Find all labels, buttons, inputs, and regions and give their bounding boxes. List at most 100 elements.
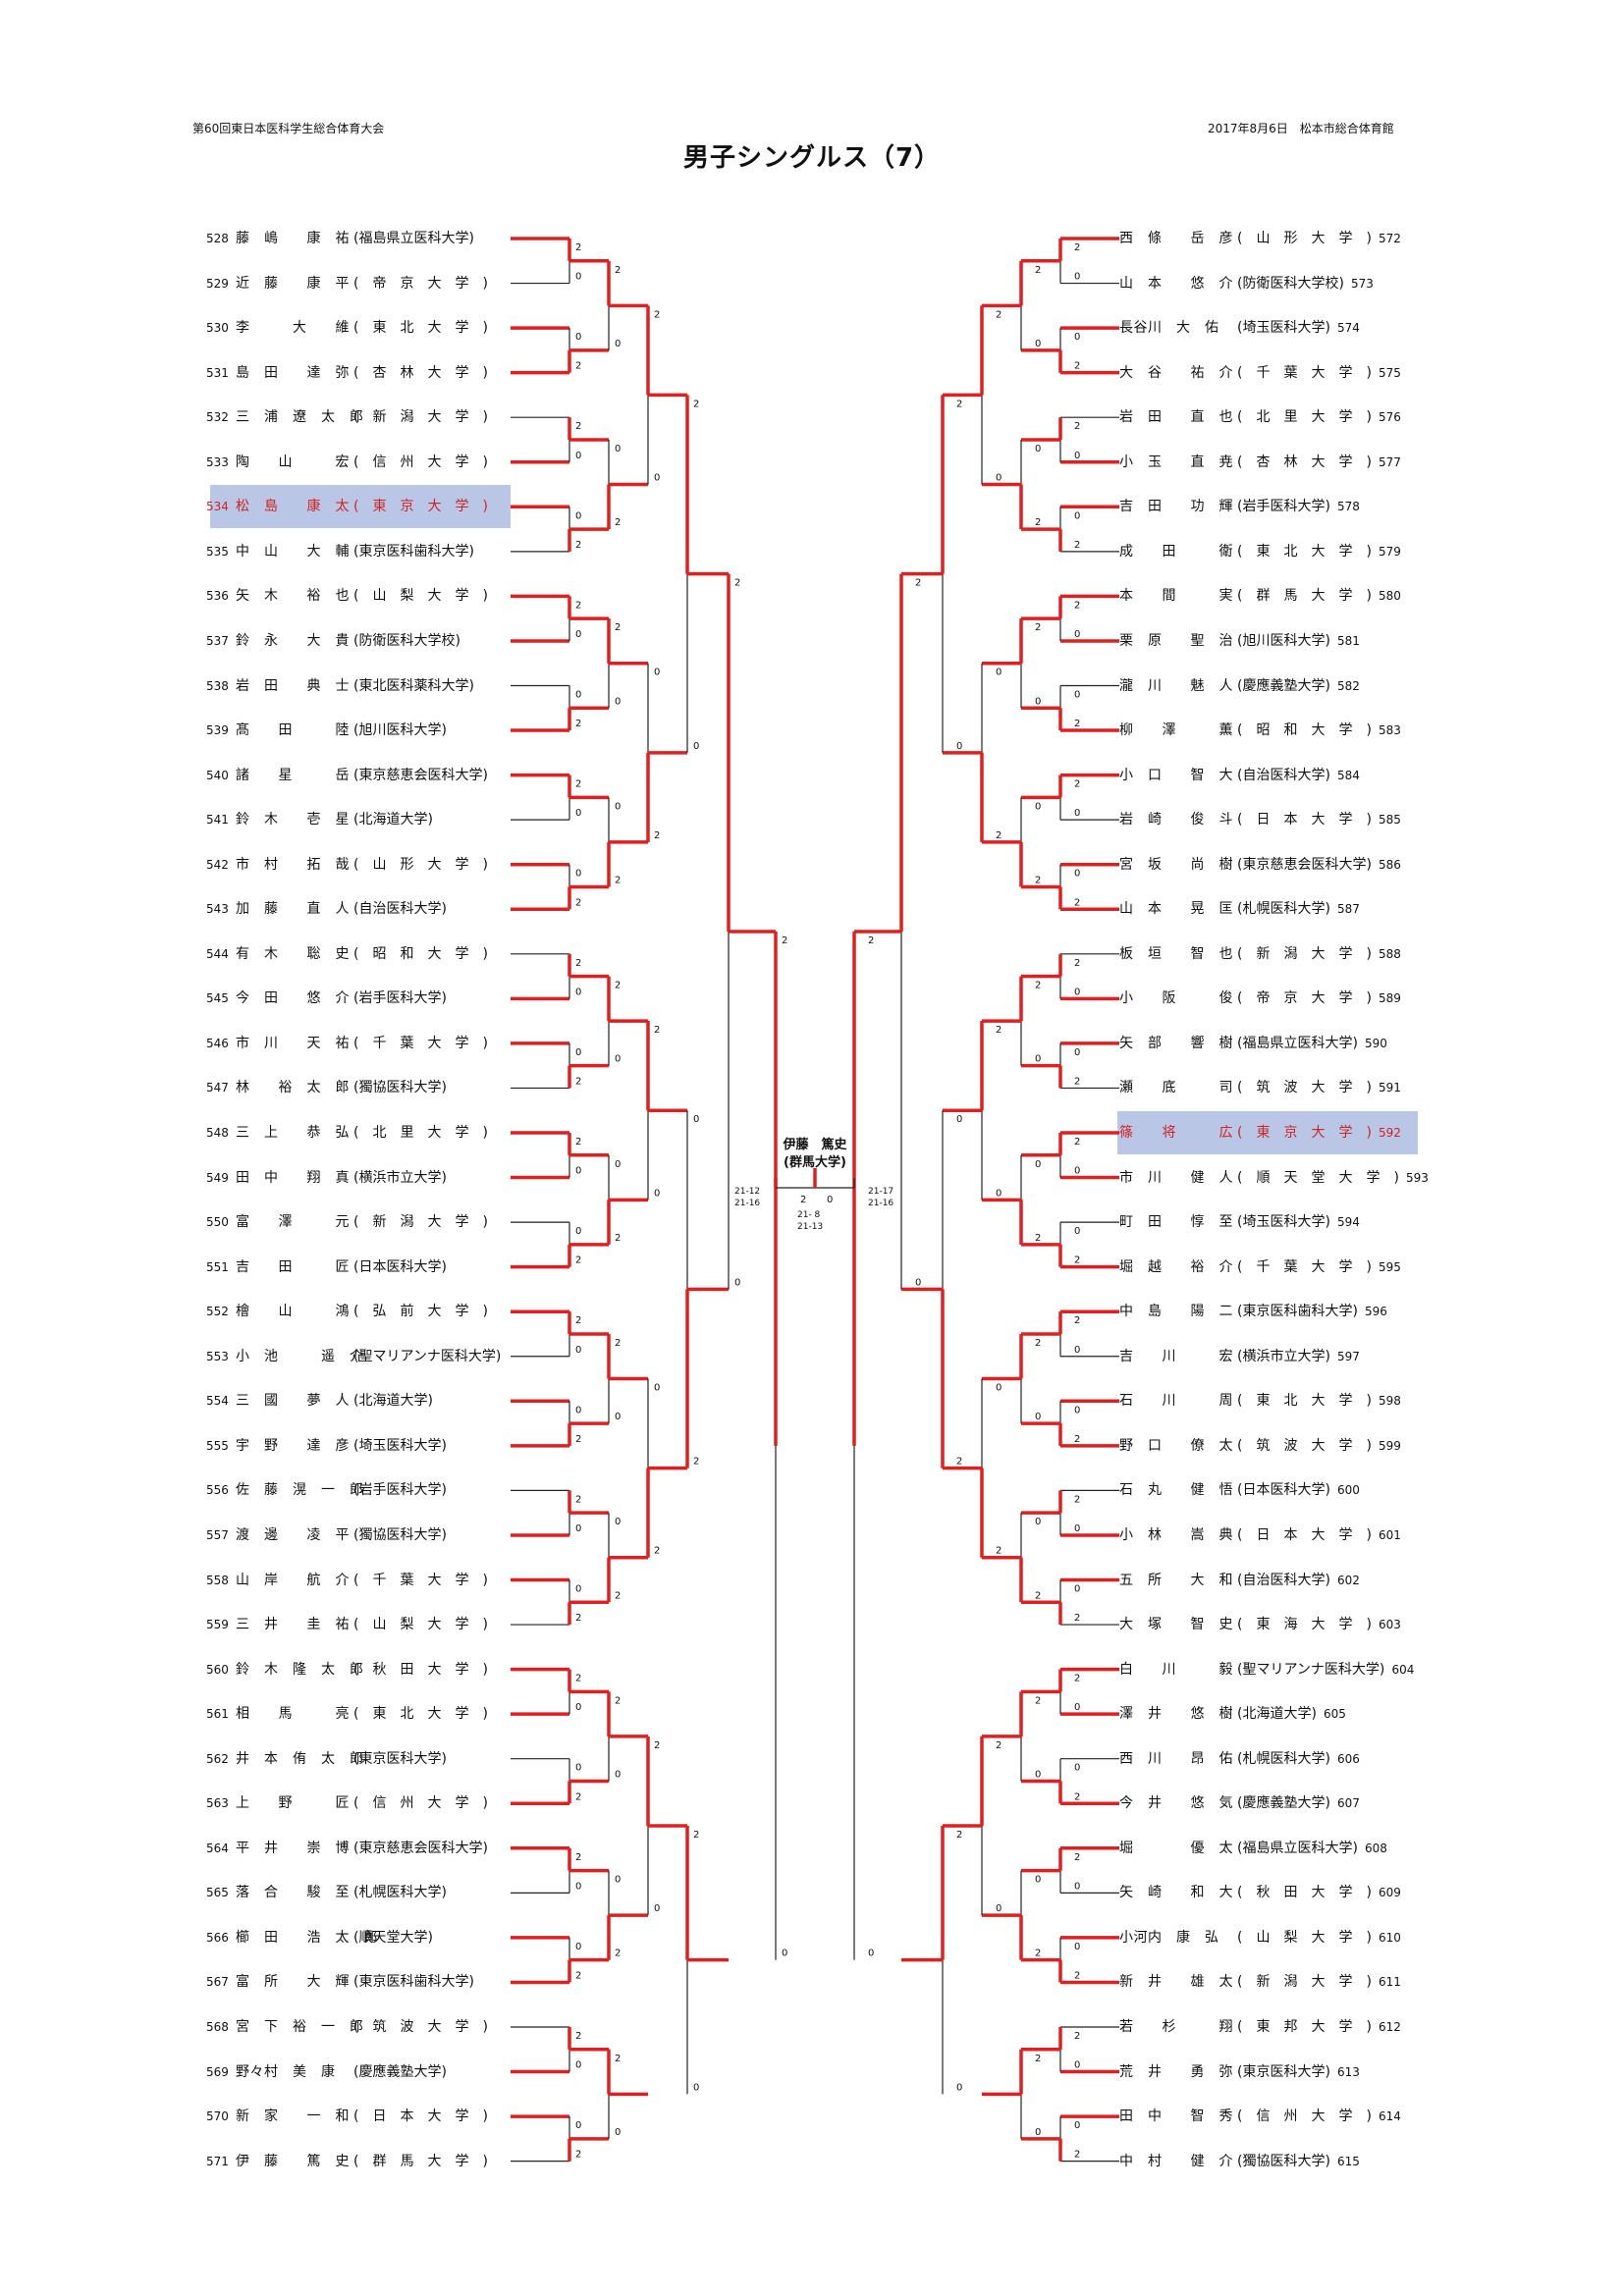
left-game-count: 0 bbox=[615, 1159, 621, 1170]
right-game-count: 0 bbox=[1074, 451, 1080, 461]
player-number: 533 bbox=[206, 454, 229, 469]
player-number: 606 bbox=[1337, 1751, 1360, 1766]
player-name: 岩 田 直 也 bbox=[1119, 409, 1233, 426]
right-game-count: 2 bbox=[1035, 2054, 1041, 2064]
right-player-586: 宮 坂 尚 樹(東京慈恵会医科大学)586 bbox=[1119, 855, 1401, 875]
player-number: 554 bbox=[206, 1394, 229, 1409]
left-game-count: 2 bbox=[575, 1076, 581, 1087]
player-number: 534 bbox=[206, 500, 229, 514]
right-game-count: 0 bbox=[1074, 1345, 1080, 1356]
player-number: 544 bbox=[206, 946, 229, 961]
right-game-count: 0 bbox=[1074, 1881, 1080, 1892]
player-number: 592 bbox=[1379, 1126, 1401, 1140]
right-player-591: 瀬 底 司( 筑 波 大 学 )591 bbox=[1119, 1078, 1401, 1097]
player-number: 549 bbox=[206, 1170, 229, 1185]
right-game-count: 2 bbox=[1074, 1315, 1080, 1326]
player-number: 573 bbox=[1351, 276, 1374, 291]
player-name: 吉 川 宏 bbox=[1119, 1348, 1233, 1364]
player-name: 荒 井 勇 弥 bbox=[1119, 2063, 1233, 2080]
player-school: ( 東 北 大 学 ) bbox=[1237, 543, 1372, 560]
semi-right-2: 21-16 bbox=[868, 1199, 893, 1208]
left-game-count: 0 bbox=[575, 332, 581, 343]
player-number: 577 bbox=[1379, 454, 1401, 469]
player-number: 536 bbox=[206, 589, 229, 604]
right-game-count: 0 bbox=[1035, 2127, 1041, 2138]
right-game-count: 0 bbox=[868, 1949, 874, 1959]
right-player-573: 山 本 悠 介(防衛医科大学校)573 bbox=[1119, 274, 1374, 294]
right-game-count: 0 bbox=[1074, 1405, 1080, 1415]
player-number: 585 bbox=[1379, 813, 1401, 828]
player-number: 566 bbox=[206, 1930, 229, 1945]
right-game-count: 2 bbox=[1074, 1613, 1080, 1624]
left-game-count: 2 bbox=[575, 1137, 581, 1148]
right-player-599: 野 口 僚 太( 筑 波 大 学 )599 bbox=[1119, 1436, 1401, 1456]
player-name: 新 井 雄 太 bbox=[1119, 1974, 1233, 1991]
player-school: (横浜市立大学) bbox=[1237, 1348, 1330, 1364]
right-game-count: 2 bbox=[996, 309, 1001, 320]
left-game-count: 0 bbox=[575, 1047, 581, 1058]
player-number: 538 bbox=[206, 678, 229, 693]
player-number: 530 bbox=[206, 321, 229, 336]
player-school: ( 杏 林 大 学 ) bbox=[353, 364, 488, 381]
highlight-right bbox=[1117, 1111, 1418, 1154]
left-game-count: 0 bbox=[693, 2082, 699, 2093]
left-game-count: 2 bbox=[693, 1457, 699, 1468]
player-name: 板 垣 智 也 bbox=[1119, 945, 1233, 962]
player-school: ( 秋 田 大 学 ) bbox=[1237, 1885, 1372, 1901]
left-game-count: 2 bbox=[575, 719, 581, 729]
left-game-count: 0 bbox=[575, 510, 581, 521]
right-game-count: 2 bbox=[1074, 719, 1080, 729]
player-school: (自治医科大学) bbox=[353, 901, 447, 918]
player-name: 松 島 康 太 bbox=[236, 499, 350, 515]
champion-school: (群馬大学) bbox=[784, 1155, 846, 1170]
player-name: 田 中 翔 真 bbox=[236, 1169, 350, 1186]
player-number: 593 bbox=[1406, 1170, 1429, 1185]
player-school: (横浜市立大学) bbox=[353, 1169, 447, 1186]
right-player-581: 栗 原 聖 治(旭川医科大学)581 bbox=[1119, 631, 1360, 651]
player-school: ( 千 葉 大 学 ) bbox=[353, 1572, 488, 1588]
right-game-count: 0 bbox=[996, 1188, 1001, 1199]
player-school: (順天堂大学) bbox=[353, 1929, 433, 1946]
left-game-count: 2 bbox=[575, 1674, 581, 1684]
player-number: 595 bbox=[1379, 1259, 1401, 1274]
player-school: ( 新 潟 大 学 ) bbox=[353, 1214, 488, 1231]
left-player-549: 549 田 中 翔 真(横浜市立大学) bbox=[206, 1168, 447, 1188]
left-game-count: 2 bbox=[575, 540, 581, 551]
player-name: 中 山 大 輔 bbox=[236, 543, 350, 560]
player-school: ( 千 葉 大 学 ) bbox=[1237, 364, 1372, 381]
left-game-count: 0 bbox=[575, 272, 581, 283]
player-number: 614 bbox=[1379, 2109, 1401, 2124]
right-game-count: 2 bbox=[996, 1546, 1001, 1557]
player-number: 543 bbox=[206, 902, 229, 917]
right-game-count: 2 bbox=[1074, 361, 1080, 372]
player-school: ( 群 馬 大 学 ) bbox=[1237, 588, 1372, 605]
left-game-count: 2 bbox=[693, 1830, 699, 1841]
player-school: (岩手医科大学) bbox=[353, 990, 447, 1007]
player-school: (獨協医科大学) bbox=[353, 1080, 447, 1096]
left-game-count: 0 bbox=[654, 1903, 660, 1914]
player-school: ( 群 馬 大 学 ) bbox=[353, 2153, 488, 2169]
right-player-603: 大 塚 智 史( 東 海 大 学 )603 bbox=[1119, 1615, 1401, 1634]
player-name: 若 杉 翔 bbox=[1119, 2019, 1233, 2035]
player-number: 560 bbox=[206, 1662, 229, 1677]
right-player-574: 長谷川 大 佑(埼玉医科大学)574 bbox=[1119, 318, 1360, 338]
right-player-615: 中 村 健 介(獨協医科大学)615 bbox=[1119, 2152, 1360, 2171]
player-school: ( 弘 前 大 学 ) bbox=[353, 1304, 488, 1320]
player-number: 574 bbox=[1337, 321, 1360, 336]
left-game-count: 0 bbox=[575, 629, 581, 640]
player-number: 528 bbox=[206, 232, 229, 245]
player-number: 564 bbox=[206, 1841, 229, 1855]
left-game-count: 2 bbox=[575, 1852, 581, 1863]
right-game-count: 0 bbox=[1074, 1226, 1080, 1237]
player-name: 小 玉 直 尭 bbox=[1119, 454, 1233, 470]
right-game-count: 0 bbox=[1035, 1159, 1041, 1170]
player-school: ( 筑 波 大 学 ) bbox=[1237, 1080, 1372, 1096]
right-player-601: 小 林 嵩 典( 日 本 大 学 )601 bbox=[1119, 1525, 1401, 1545]
right-game-count: 0 bbox=[956, 2082, 962, 2093]
player-number: 594 bbox=[1337, 1215, 1360, 1230]
